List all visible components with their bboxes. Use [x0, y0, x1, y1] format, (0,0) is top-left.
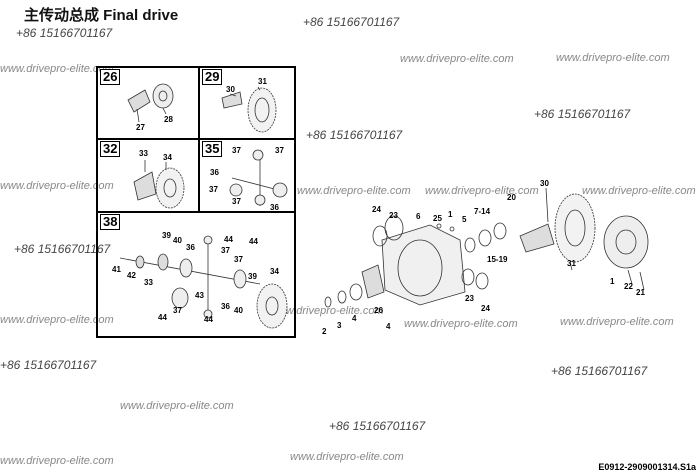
watermark-url: www.drivepro-elite.com: [560, 316, 674, 328]
part-label: 44: [204, 315, 213, 324]
panel-number: 32: [100, 141, 121, 157]
watermark-url: www.drivepro-elite.com: [0, 63, 114, 75]
part-label: 40: [234, 306, 243, 315]
part-label: 40: [173, 236, 182, 245]
part-label: 27: [136, 123, 145, 132]
part-label: 24: [481, 304, 490, 313]
part-label: 5: [462, 215, 467, 224]
part-label: 36: [221, 302, 230, 311]
part-label: 37: [221, 246, 230, 255]
watermark-url: www.drivepro-elite.com: [400, 53, 514, 65]
part-label: 20: [507, 193, 516, 202]
part-label: 15-19: [487, 255, 508, 264]
watermark-phone: +86 15166701167: [16, 26, 113, 40]
part-label: 44: [224, 235, 233, 244]
panel-32-labels: 33 34: [139, 149, 172, 162]
watermark-url: www.drivepro-elite.com: [290, 451, 404, 463]
part-label: 36: [270, 203, 279, 212]
pinion-ring-gear-part: [221, 86, 277, 133]
watermark-url: www.drivepro-elite.com: [0, 455, 114, 467]
watermark-phone: +86 15166701167: [303, 15, 400, 29]
watermark-url: www.drivepro-elite.com: [582, 185, 696, 197]
part-label: 23: [389, 211, 398, 220]
part-label: 25: [433, 214, 442, 223]
part-label: 28: [164, 115, 173, 124]
part-label: 42: [127, 271, 136, 280]
part-label: 4: [386, 322, 391, 331]
part-label: 30: [226, 85, 235, 94]
part-label: 37: [275, 146, 284, 155]
part-label: 22: [624, 282, 633, 291]
part-label: 39: [248, 272, 257, 281]
part-label: 6: [416, 212, 421, 221]
main-ring-gear-part: [519, 187, 649, 291]
panel-38: 38: [96, 211, 296, 338]
watermark-url: www.drivepro-elite.com: [0, 180, 114, 192]
panel-35-labels: 37 37 36 37 37 36: [209, 146, 284, 212]
watermark-phone: +86 15166701167: [0, 358, 97, 372]
panel-29-labels: 30 31: [226, 77, 267, 94]
page-title: 主传动总成 Final drive: [24, 7, 179, 24]
part-label: 36: [210, 168, 219, 177]
part-label: 31: [567, 259, 576, 268]
part-label: 44: [158, 313, 167, 322]
part-label: 2: [322, 327, 327, 336]
part-label: 34: [163, 153, 172, 162]
part-label: 4: [352, 314, 357, 323]
part-label: 41: [112, 265, 121, 274]
part-label: 37: [232, 197, 241, 206]
part-label: 33: [144, 278, 153, 287]
panel-26-labels: 27 28: [136, 115, 173, 132]
part-label: 7-14: [474, 207, 491, 216]
part-label: 44: [249, 237, 258, 246]
axle-housing-part: [324, 215, 507, 308]
spider-gear-part: [229, 149, 288, 206]
watermark-url: www.drivepro-elite.com: [556, 52, 670, 64]
part-label: 37: [234, 255, 243, 264]
panel-number: 38: [100, 214, 121, 230]
panel-38-labels: 39 40 36 44 37 37 44 41 42 33 39 34 43 4…: [112, 231, 279, 324]
watermark-phone: +86 15166701167: [306, 128, 403, 142]
part-label: 3: [337, 321, 342, 330]
exploded-differential-part: [119, 235, 288, 329]
part-label: 33: [139, 149, 148, 158]
flange-part: [127, 83, 174, 123]
part-label: 39: [162, 231, 171, 240]
part-label: 23: [465, 294, 474, 303]
panel-number: 26: [100, 69, 121, 85]
part-label: 34: [270, 267, 279, 276]
part-label: 37: [232, 146, 241, 155]
watermark-url: www.drivepro-elite.com: [270, 305, 384, 317]
watermark-phone: +86 15166701167: [551, 364, 648, 378]
part-label: 30: [540, 179, 549, 188]
part-label: 43: [195, 291, 204, 300]
watermark-phone: +86 15166701167: [534, 107, 631, 121]
panel-number: 29: [202, 69, 223, 85]
part-label: 24: [372, 205, 381, 214]
part-label: 36: [186, 243, 195, 252]
part-label: 37: [173, 306, 182, 315]
watermark-url: www.drivepro-elite.com: [425, 185, 539, 197]
differential-case-part: [133, 160, 185, 209]
part-label: 26: [374, 306, 383, 315]
panel-number: 35: [202, 141, 223, 157]
watermark-phone: +86 15166701167: [14, 242, 111, 256]
watermark-url: www.drivepro-elite.com: [404, 318, 518, 330]
part-label: 31: [258, 77, 267, 86]
drawing-code: E0912-2909001314.S1a: [598, 462, 696, 472]
part-label: 21: [636, 288, 645, 297]
part-label: 37: [209, 185, 218, 194]
watermark-url: www.drivepro-elite.com: [0, 314, 114, 326]
main-assembly-labels: 30 24 23 6 25 1 5 7-14 20 15-19 31 1 22 …: [322, 179, 645, 336]
watermark-phone: +86 15166701167: [329, 419, 426, 433]
watermark-url: www.drivepro-elite.com: [297, 185, 411, 197]
watermark-url: www.drivepro-elite.com: [120, 400, 234, 412]
part-label: 1: [610, 277, 615, 286]
part-label: 1: [448, 210, 453, 219]
